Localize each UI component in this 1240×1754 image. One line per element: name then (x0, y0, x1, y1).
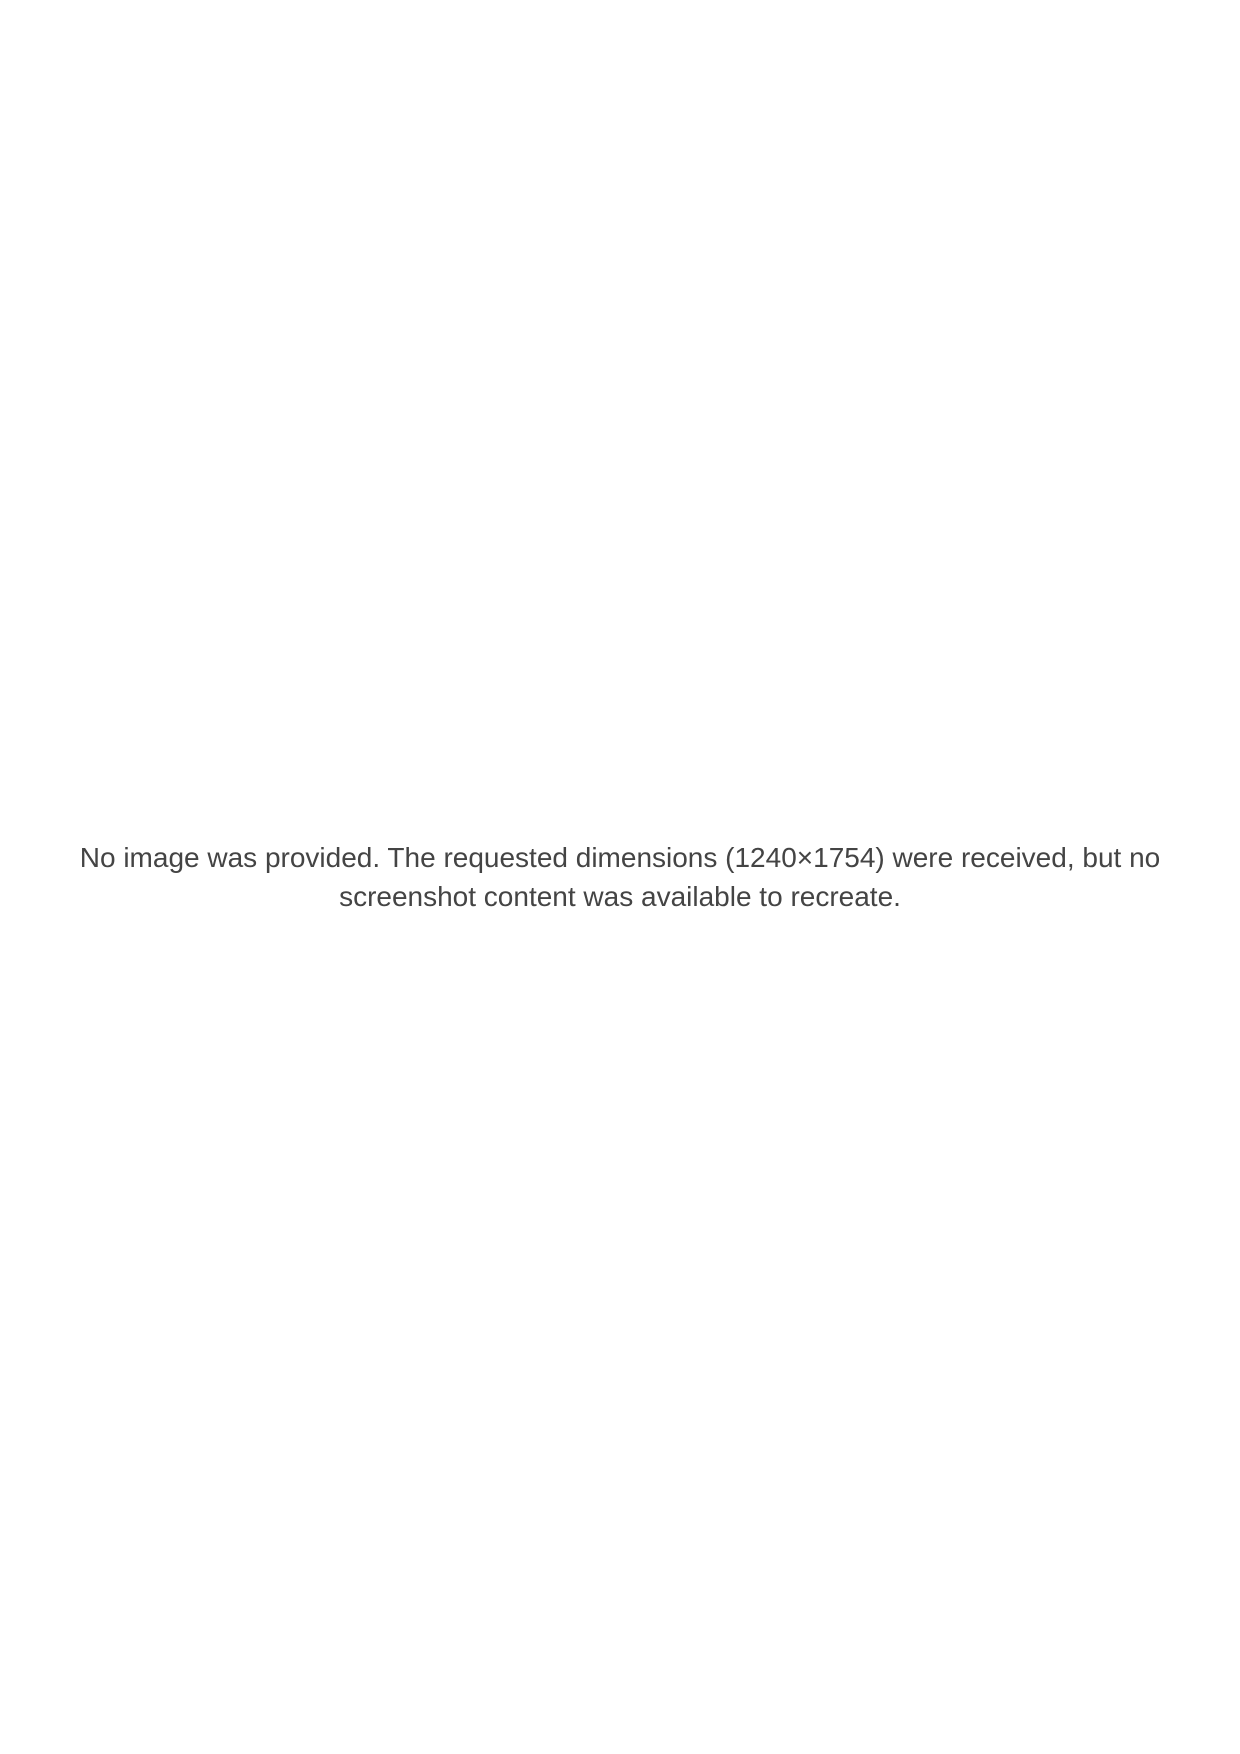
missing-image-text: No image was provided. The requested dim… (79, 841, 1161, 912)
